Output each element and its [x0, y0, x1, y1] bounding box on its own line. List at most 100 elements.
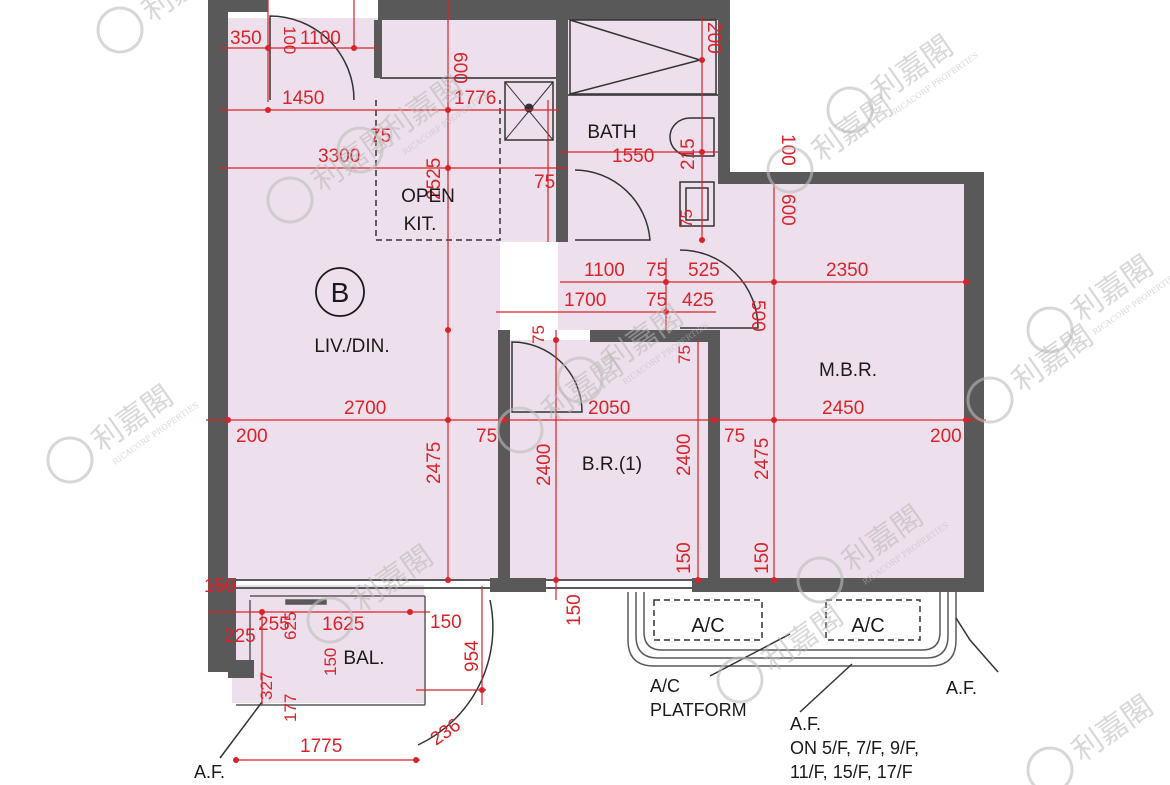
living-dining-label: LIV./DIN.: [314, 336, 389, 357]
dim-2450: 2450: [822, 398, 864, 419]
af-left-leader: [219, 701, 263, 759]
bath-fixtures: [569, 19, 717, 227]
ac-platform-label-line1: A/C: [650, 676, 680, 696]
wall-balcony-left: [208, 592, 236, 672]
unit-badge: B: [315, 267, 365, 317]
dim-2475-b: 2475: [752, 438, 773, 480]
dim-2400: 2400: [534, 444, 555, 486]
dim-177: 177: [281, 694, 300, 722]
wall-left: [208, 0, 228, 590]
dim-2700: 2700: [344, 398, 386, 419]
wall-kitchen-divider: [556, 20, 568, 242]
dim-425: 425: [682, 290, 714, 311]
dim-75-a: 75: [370, 126, 391, 147]
wall-kitchen-left: [374, 20, 382, 78]
master-bedroom-label: M.B.R.: [819, 360, 877, 381]
watermark-logo: 利嘉閣: [716, 599, 850, 704]
open-kitchen-label-line1: OPEN: [401, 186, 455, 207]
ac-unit-right-label: A/C: [851, 615, 884, 637]
dim-1700: 1700: [564, 290, 606, 311]
ac-unit-left: [653, 599, 763, 641]
wall-top: [378, 0, 730, 20]
wall-br1-top: [590, 330, 720, 342]
leader-lines: [219, 617, 999, 759]
wall-bottom-mid: [490, 578, 546, 592]
wall-balcony-notch: [228, 660, 254, 678]
bedroom-1-label: B.R.(1): [582, 454, 642, 475]
wall-br1-right: [708, 330, 720, 590]
dim-2050: 2050: [588, 398, 630, 419]
dim-150-c: 150: [564, 594, 585, 626]
balcony-door-swing: [417, 599, 494, 746]
wall-bottom-right: [692, 578, 984, 592]
dim-215: 215: [678, 138, 699, 170]
dim-75-h: 75: [476, 426, 497, 447]
dim-500: 500: [747, 300, 768, 332]
master-bedroom-area: [718, 182, 966, 580]
walls: [208, 0, 984, 678]
sink-fixture: [504, 81, 554, 141]
wall-mbr-top: [718, 172, 984, 184]
dim-2350: 2350: [826, 260, 868, 281]
af-left-label: A.F.: [194, 762, 225, 782]
balcony-railing: [236, 595, 426, 706]
svg-text:利嘉閣: 利嘉閣: [756, 599, 850, 679]
dim-75-e: 75: [646, 290, 667, 311]
dim-75-c: 75: [677, 209, 696, 228]
dim-525: 525: [688, 260, 720, 281]
watermark-logo: 利嘉閣: [1026, 689, 1160, 785]
dim-2475-a: 2475: [424, 442, 445, 484]
dimension-nodes: [225, 45, 969, 763]
dim-1776: 1776: [454, 88, 496, 109]
kitchen-counter-outline: [375, 100, 501, 241]
wall-br1-left: [498, 330, 510, 590]
wall-bottom-left: [208, 578, 236, 592]
dim-625: 625: [281, 612, 300, 640]
ac-platform: [627, 592, 957, 667]
basin-icon: [679, 181, 715, 227]
dim-1775: 1775: [300, 736, 342, 757]
ac-platform-label-line2: PLATFORM: [650, 700, 747, 720]
dim-75-i: 75: [724, 426, 745, 447]
room-fills: [228, 18, 966, 703]
corridor-door-swing: [679, 249, 759, 329]
dim-75-d: 75: [646, 260, 667, 281]
door-swings: [269, 15, 759, 746]
dim-1100-mid: 1100: [584, 260, 625, 281]
dimension-lines: [206, 0, 986, 761]
dim-225: 225: [224, 626, 256, 647]
svg-text:利嘉閣: 利嘉閣: [1066, 689, 1160, 769]
open-kitchen-label-line2: KIT.: [404, 214, 437, 235]
af-bottom-label-line1: A.F.: [790, 714, 821, 734]
dim-1550: 1550: [612, 146, 654, 167]
dim-236: 236: [427, 715, 465, 750]
bath-door-swing: [574, 169, 651, 241]
dim-2525: 2525: [424, 158, 445, 200]
dim-200-top: 200: [703, 22, 724, 54]
dim-150-e: 150: [321, 648, 340, 676]
dim-1100-top: 1100: [300, 28, 341, 49]
shower-area: [569, 19, 717, 95]
dim-200-right: 200: [930, 426, 962, 447]
dim-600-right: 600: [777, 194, 798, 226]
watermark-logo: 利嘉閣 RICACORP PROPERTIES: [46, 379, 200, 484]
dim-100-top: 100: [280, 26, 299, 54]
af-bottom-label-line3: 11/F, 15/F, 17/F: [790, 762, 913, 782]
toilet-icon: [669, 117, 715, 157]
dim-255: 255: [258, 614, 290, 635]
dim-1450: 1450: [282, 88, 324, 109]
dim-1625: 1625: [322, 614, 364, 635]
dim-150-f: 150: [430, 612, 462, 633]
dim-600-top: 600: [449, 52, 470, 84]
notes: A/C A/C A/C PLATFORM A.F. A.F. A.F. ON 5…: [194, 615, 977, 782]
svg-text:利嘉閣: 利嘉閣: [1006, 319, 1100, 399]
dim-75-g: 75: [675, 345, 694, 364]
dim-150-a: 150: [674, 542, 695, 574]
unit-badge-letter: B: [331, 277, 350, 308]
dim-150-b: 150: [752, 542, 773, 574]
dim-100-right: 100: [777, 134, 798, 166]
dim-200-left: 200: [236, 426, 268, 447]
dim-954: 954: [462, 640, 483, 672]
ac-unit-right: [825, 599, 921, 641]
